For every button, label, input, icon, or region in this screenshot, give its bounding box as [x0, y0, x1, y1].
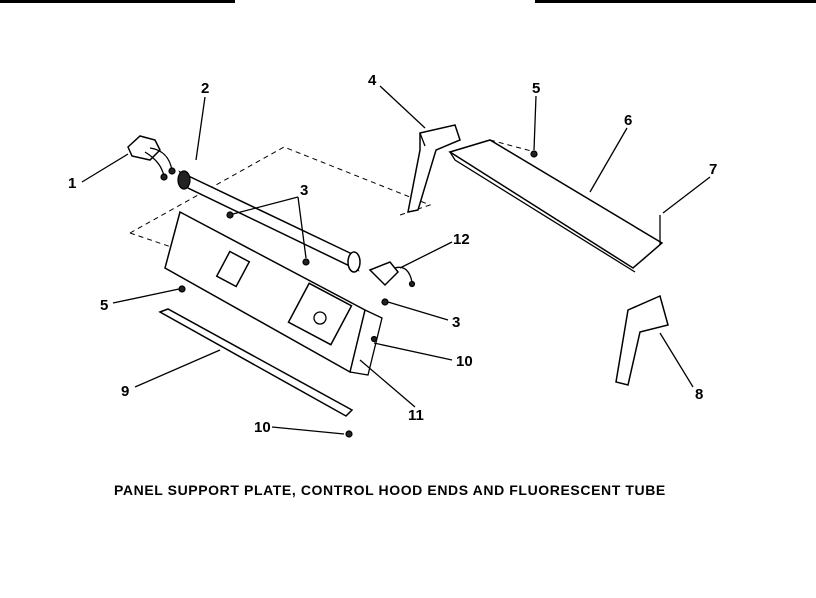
callout-3-right: 3 [452, 314, 460, 331]
header-fragment-right [535, 0, 816, 3]
callout-6: 6 [624, 112, 632, 129]
header-fragment-left [0, 0, 235, 3]
screw-10-bottom [345, 430, 353, 438]
panel-support-plate [164, 210, 389, 376]
hood-end-right [615, 294, 669, 386]
callout-5-left: 5 [100, 297, 108, 314]
lamp-socket-right [368, 261, 416, 288]
hood-top [448, 139, 664, 273]
callout-12: 12 [453, 231, 470, 248]
fluorescent-tube [177, 170, 361, 273]
diagram-caption: PANEL SUPPORT PLATE, CONTROL HOOD ENDS A… [114, 482, 666, 498]
lamp-socket-left [127, 135, 176, 181]
callout-2: 2 [201, 80, 209, 97]
callout-3-top: 3 [300, 182, 308, 199]
callout-9: 9 [121, 383, 129, 400]
callout-10-right: 10 [456, 353, 473, 370]
callout-5-top: 5 [532, 80, 540, 97]
callout-8: 8 [695, 386, 703, 403]
callout-1: 1 [68, 175, 76, 192]
screw-5-right [530, 150, 538, 158]
callout-4: 4 [368, 72, 377, 89]
callout-7: 7 [709, 161, 717, 178]
leader-lines [81, 85, 711, 435]
hood-end-left [407, 124, 461, 213]
callout-11: 11 [408, 407, 424, 424]
trim-strip [158, 308, 354, 417]
callout-10-bottom: 10 [254, 419, 271, 436]
